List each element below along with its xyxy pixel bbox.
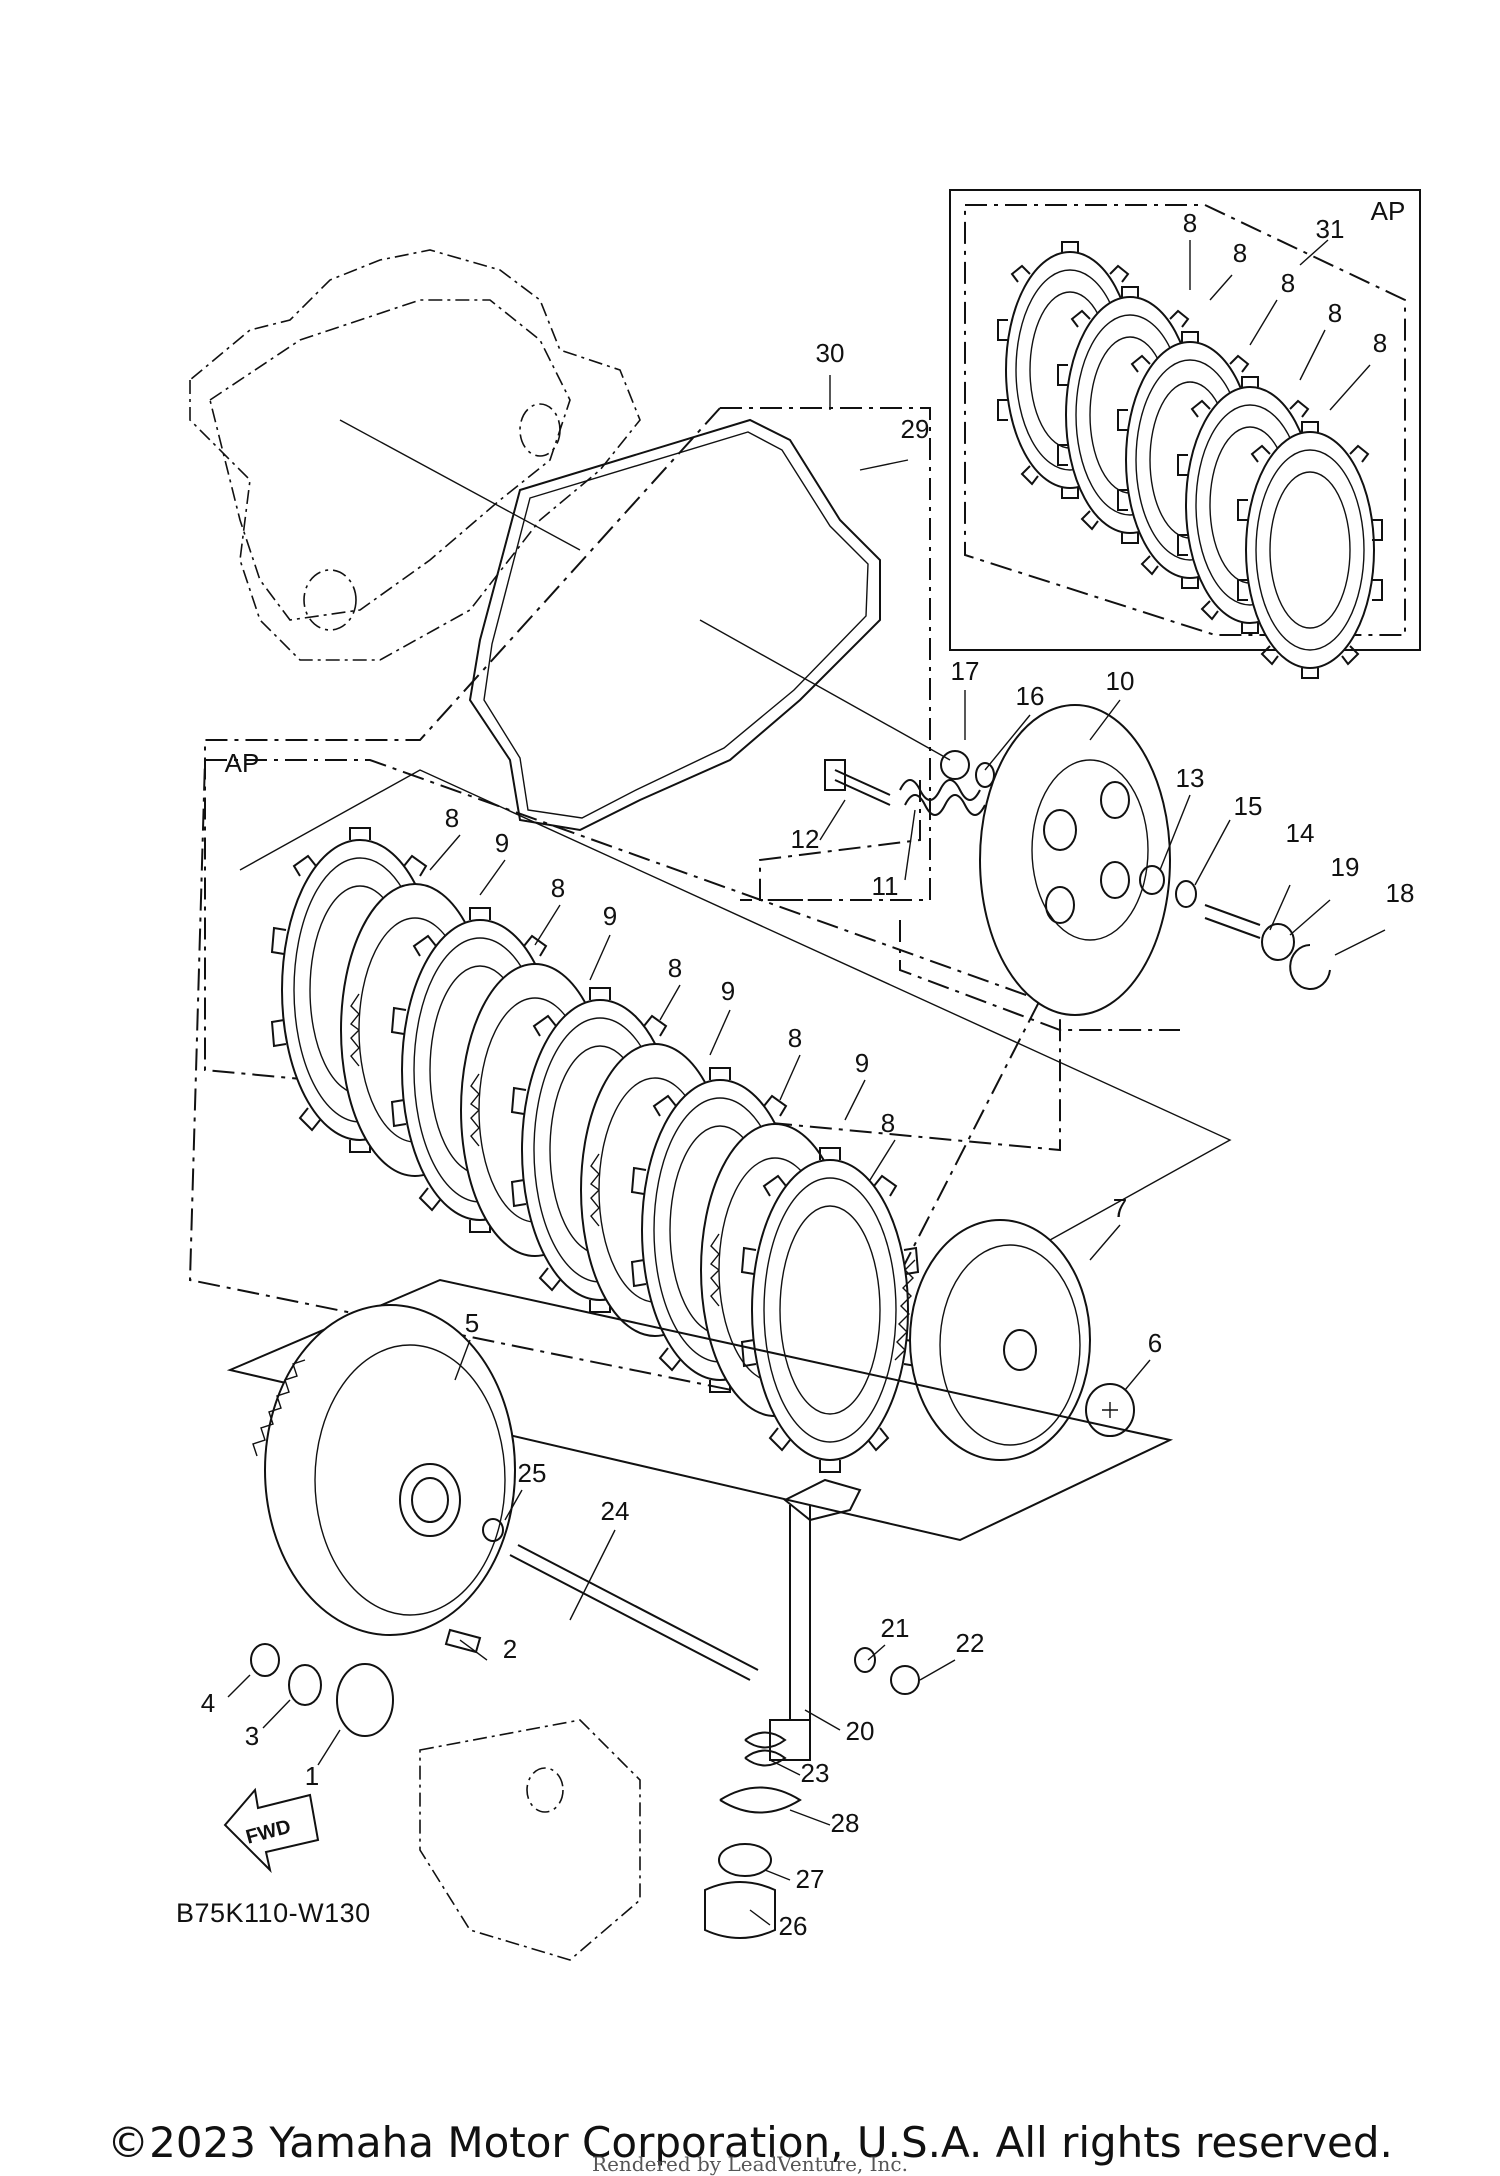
callout-8-r4: 8 bbox=[1328, 298, 1342, 328]
callout-28: 28 bbox=[831, 1808, 860, 1838]
callout-14: 14 bbox=[1286, 818, 1315, 848]
callout-15: 15 bbox=[1234, 791, 1263, 821]
callout-30: 30 bbox=[816, 338, 845, 368]
callout-9-c: 9 bbox=[721, 976, 735, 1006]
callout-7: 7 bbox=[1113, 1193, 1127, 1223]
copyright-notice: ©2023 Yamaha Motor Corporation, U.S.A. A… bbox=[107, 2118, 1393, 2167]
callout-2: 2 bbox=[503, 1634, 517, 1664]
crankshaft-ghost bbox=[250, 1628, 641, 1961]
callout-8-c: 8 bbox=[668, 953, 682, 983]
pressure-plate bbox=[759, 704, 1180, 1031]
push-rod-assembly bbox=[482, 1478, 920, 1939]
callout-31: 31 bbox=[1316, 214, 1345, 244]
callout-8-r3: 8 bbox=[1281, 268, 1295, 298]
callout-22: 22 bbox=[956, 1628, 985, 1658]
callout-9-d: 9 bbox=[855, 1048, 869, 1078]
callout-8-e: 8 bbox=[881, 1108, 895, 1138]
small-parts-upper bbox=[824, 750, 1331, 990]
callout-9-a: 9 bbox=[495, 828, 509, 858]
ap-label-right: AP bbox=[1371, 196, 1406, 226]
clutch-housing bbox=[226, 1278, 1174, 1636]
callout-9-b: 9 bbox=[603, 901, 617, 931]
fwd-arrow-icon: FWD bbox=[223, 1787, 320, 1874]
callout-25: 25 bbox=[518, 1458, 547, 1488]
callout-18: 18 bbox=[1386, 878, 1415, 908]
ap-label-left: AP bbox=[225, 748, 260, 778]
callouts: 30 29 31 8 8 8 8 8 17 16 10 13 15 14 19 … bbox=[201, 208, 1415, 1941]
callout-5: 5 bbox=[465, 1308, 479, 1338]
callout-19: 19 bbox=[1331, 852, 1360, 882]
callout-4: 4 bbox=[201, 1688, 215, 1718]
diagram-code: B75K110-W130 bbox=[176, 1898, 371, 1928]
clutch-plate-stack bbox=[188, 759, 1232, 1473]
callout-11: 11 bbox=[872, 871, 899, 901]
callout-12: 12 bbox=[791, 824, 820, 854]
callout-13: 13 bbox=[1176, 763, 1205, 793]
callout-27: 27 bbox=[796, 1864, 825, 1894]
callout-17: 17 bbox=[951, 656, 980, 686]
clutch-boss bbox=[894, 1219, 1135, 1461]
callout-6: 6 bbox=[1148, 1328, 1162, 1358]
rendered-by-watermark: Rendered by LeadVenture, Inc. bbox=[592, 2152, 908, 2176]
gasket-group-outline bbox=[204, 407, 1061, 1152]
callout-26: 26 bbox=[779, 1911, 808, 1941]
callout-8-r1: 8 bbox=[1183, 208, 1197, 238]
gasket bbox=[468, 418, 951, 832]
callout-23: 23 bbox=[801, 1758, 830, 1788]
callout-16: 16 bbox=[1016, 681, 1045, 711]
crankcase-cover-ghost bbox=[189, 249, 641, 661]
callout-8-d: 8 bbox=[788, 1023, 802, 1053]
fwd-label: FWD bbox=[244, 1816, 294, 1849]
callout-24: 24 bbox=[601, 1496, 630, 1526]
callout-8-b: 8 bbox=[551, 873, 565, 903]
callout-8-a: 8 bbox=[445, 803, 459, 833]
friction-plate-set-box bbox=[949, 189, 1421, 679]
callout-20: 20 bbox=[846, 1716, 875, 1746]
callout-8-r2: 8 bbox=[1233, 238, 1247, 268]
callout-3: 3 bbox=[245, 1721, 259, 1751]
callout-8-r5: 8 bbox=[1373, 328, 1387, 358]
callout-10: 10 bbox=[1106, 666, 1135, 696]
callout-1: 1 bbox=[305, 1761, 319, 1791]
callout-29: 29 bbox=[901, 414, 930, 444]
callout-21: 21 bbox=[881, 1613, 910, 1643]
